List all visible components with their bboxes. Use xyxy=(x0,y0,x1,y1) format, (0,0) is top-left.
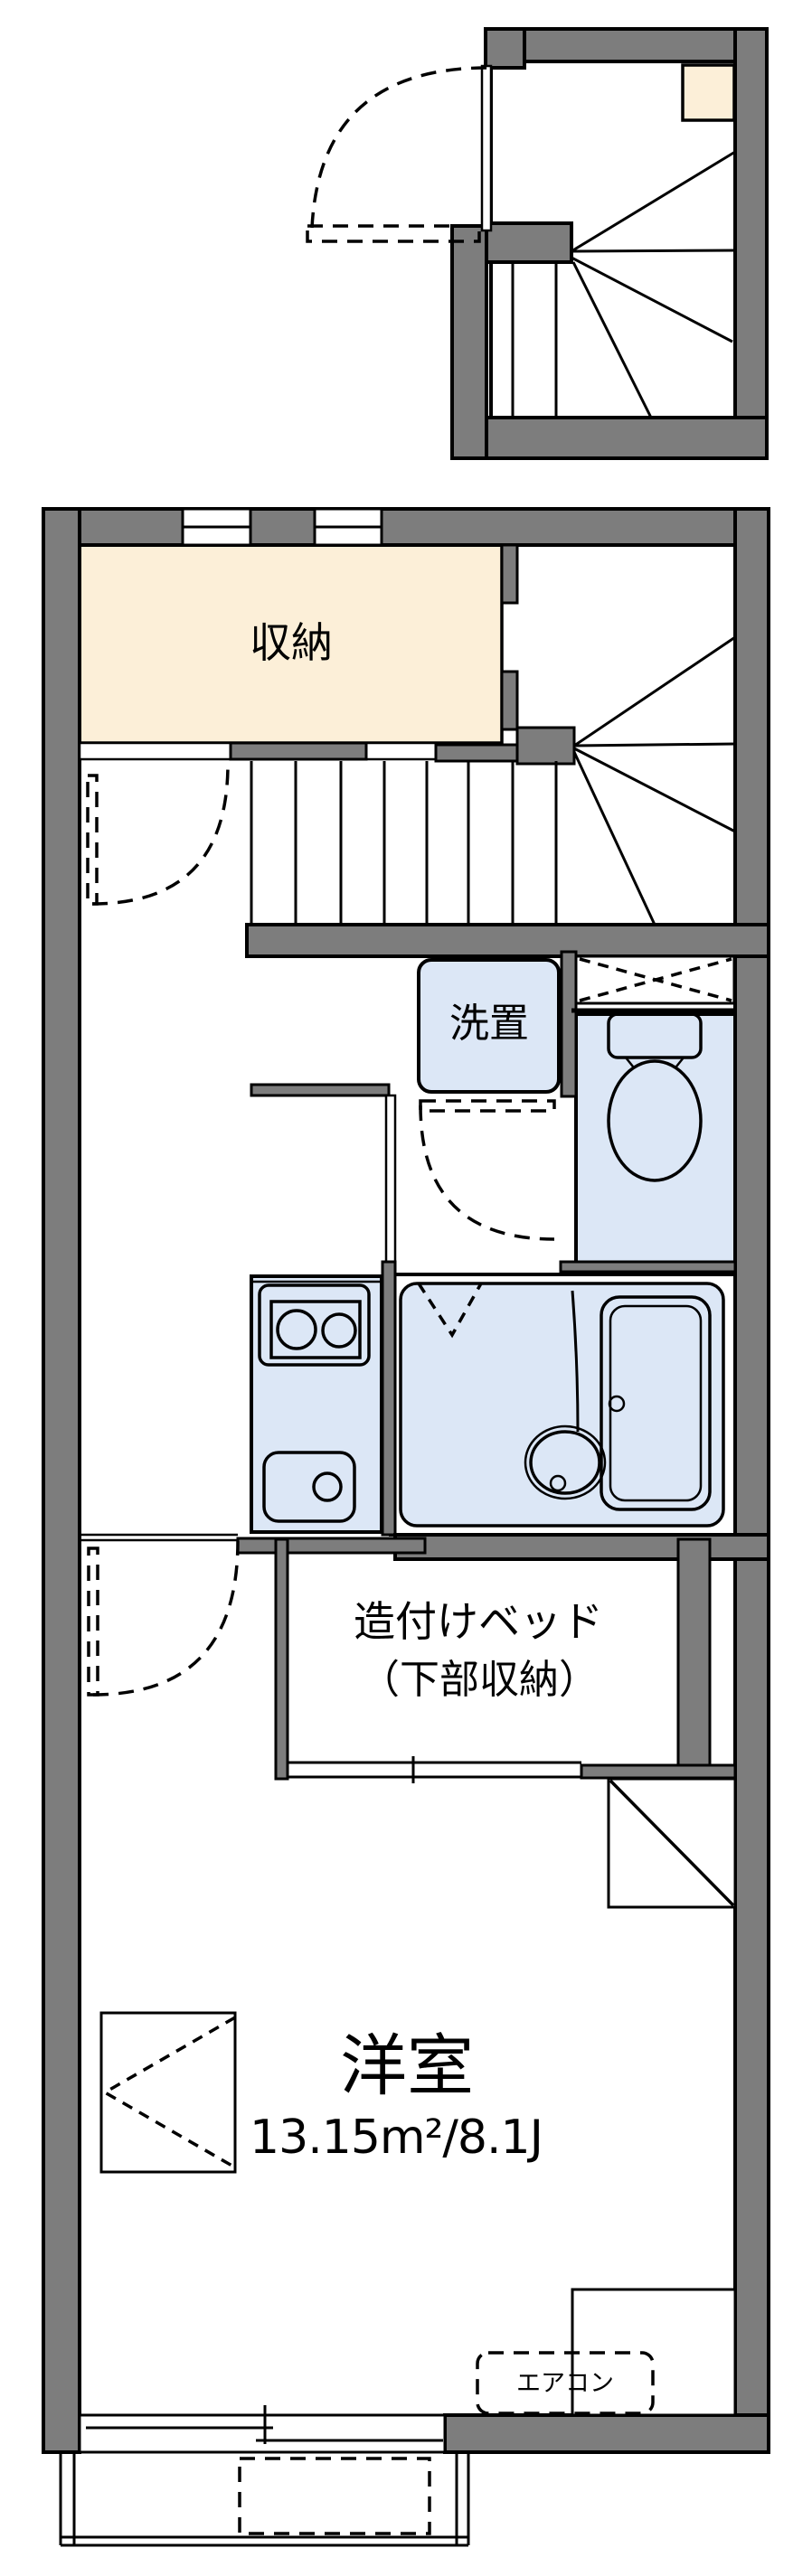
wash-basin xyxy=(529,1430,601,1495)
washroom-door-swing xyxy=(419,1099,556,1241)
upper-stairwell-walls xyxy=(450,27,769,460)
balcony xyxy=(59,2452,470,2547)
bathtub-drain xyxy=(608,1395,626,1413)
stove-burner-plate xyxy=(269,1300,362,1359)
storage-opening xyxy=(78,741,232,761)
washroom-door-panel xyxy=(419,1099,556,1113)
window-top-2 xyxy=(313,507,383,547)
washer-label: 洗置 xyxy=(449,1001,529,1047)
bed-left-wall xyxy=(274,1537,289,1781)
bathtub xyxy=(600,1295,712,1511)
top-outer-wall xyxy=(78,507,737,547)
window-top-1 xyxy=(181,507,252,547)
corridor-partition xyxy=(384,1094,397,1265)
shower-line xyxy=(571,1290,580,1433)
bedroom-door-panel xyxy=(87,1547,99,1697)
bottom-outer-wall xyxy=(443,2413,770,2454)
storage-door-arc xyxy=(91,763,230,906)
main-staircase xyxy=(250,635,736,926)
kitchen xyxy=(251,1280,382,1523)
bed-right-wall xyxy=(676,1537,712,1767)
right-outer-wall xyxy=(733,507,770,2454)
toilet-bowl xyxy=(607,1059,703,1182)
bed-label-line2: （下部収納） xyxy=(360,1657,599,1703)
sliding-window xyxy=(78,2405,447,2454)
entrance-door-swing xyxy=(306,66,488,243)
stair-newel-wall-main xyxy=(515,726,576,766)
stove-top xyxy=(258,1283,371,1367)
bed-area-edges xyxy=(80,1533,581,1783)
left-outer-wall xyxy=(42,507,81,2454)
overhead-shelf xyxy=(574,954,736,1005)
upper-stairwell-landing-pad xyxy=(681,63,736,122)
stair-bottom-wall xyxy=(245,923,770,958)
interior-partitions xyxy=(78,543,770,1781)
main-unit-walls xyxy=(42,507,770,2454)
wash-basin-rim xyxy=(524,1424,607,1500)
bedroom-door-swing xyxy=(87,1540,240,1697)
stove-burner-right xyxy=(321,1312,357,1349)
upper-stairwell xyxy=(306,27,769,460)
bathroom-floor xyxy=(399,1282,725,1528)
toilet-tank xyxy=(607,1012,703,1059)
stove-burner-left xyxy=(276,1309,317,1350)
aircon-space xyxy=(476,2351,655,2415)
kitchen-bath-divider xyxy=(381,1260,397,1537)
toilet xyxy=(607,1012,703,1182)
storage-door-swing xyxy=(86,763,230,906)
entrance-door-arc xyxy=(310,66,488,229)
stair-hall-opening xyxy=(364,741,438,761)
toilet-room xyxy=(574,1012,737,1276)
bathroom xyxy=(389,1273,737,1537)
main-room-area-label: 13.15m²/8.1J xyxy=(250,2111,543,2165)
bed-label-line1: 造付けベッド xyxy=(354,1597,603,1646)
bedroom-door-arc xyxy=(92,1540,240,1697)
sink-faucet xyxy=(312,1471,343,1502)
storage-label: 収納 xyxy=(250,618,333,667)
bath-door-mark xyxy=(417,1283,483,1339)
main-room-label: 洋室 xyxy=(340,2027,474,2105)
entrance-door-panel xyxy=(306,224,481,243)
aircon-label: エアコン xyxy=(516,2369,614,2398)
basin-drain xyxy=(549,1474,567,1492)
storage-door-panel xyxy=(86,774,99,906)
upper-stairwell-stairs xyxy=(511,150,736,418)
bath-bottom-wall xyxy=(393,1533,770,1561)
balcony-dashed-area xyxy=(238,2457,431,2535)
bathroom-fixtures xyxy=(417,1283,712,1511)
storage-room xyxy=(78,543,504,745)
casement-window-mark xyxy=(99,2011,237,2174)
washroom-door-arc xyxy=(419,1105,555,1241)
stair-newel-wall xyxy=(485,221,573,264)
washer-toilet-divider xyxy=(560,950,578,1098)
entrance-door-frame xyxy=(480,64,493,232)
kitchen-sink xyxy=(262,1451,356,1523)
diagonal-marked-space xyxy=(607,1777,737,1909)
bed-top-wall xyxy=(236,1537,427,1555)
washing-machine-space xyxy=(417,958,561,1094)
